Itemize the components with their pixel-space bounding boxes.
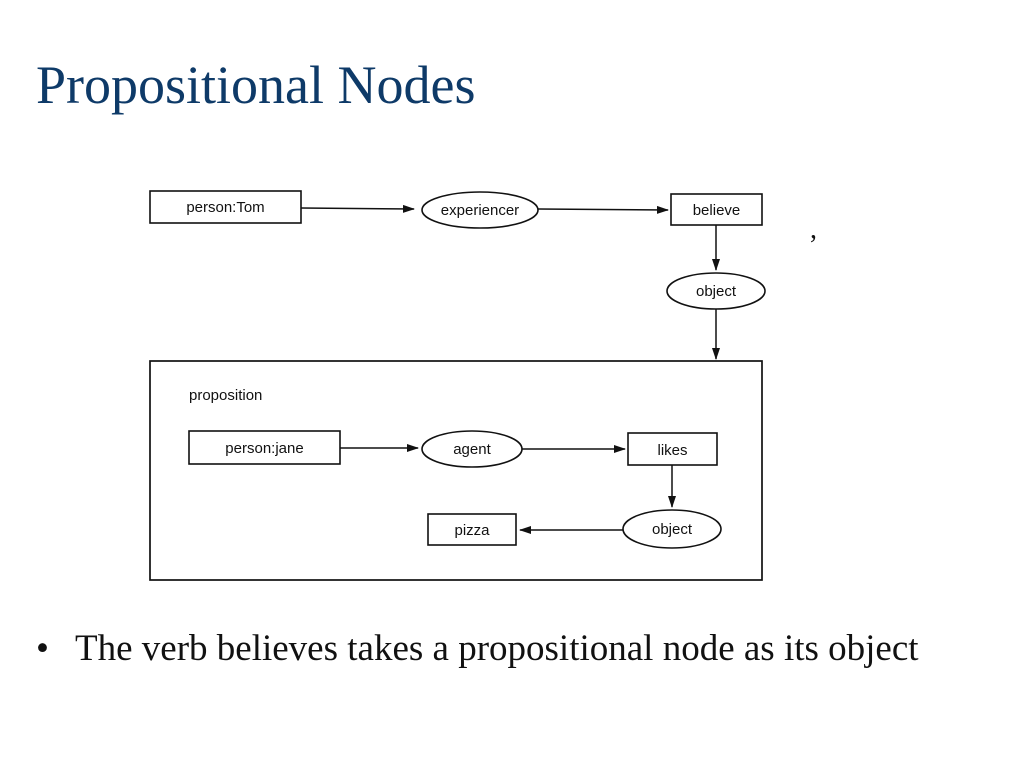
edge-experiencer-to-believe (537, 205, 669, 214)
node-person-jane: person:jane (188, 430, 341, 465)
node-pizza-label: pizza (454, 522, 490, 539)
node-object-outer-label: object (696, 283, 737, 300)
node-agent-label: agent (453, 441, 491, 458)
node-person-tom-label: person:Tom (186, 199, 264, 216)
node-object-inner: object (622, 509, 722, 549)
node-person-jane-label: person:jane (225, 440, 303, 457)
node-experiencer-label: experiencer (441, 202, 519, 219)
bullet-list: • The verb believes takes a propositiona… (36, 628, 996, 670)
bullet-text: The verb believes takes a propositional … (75, 628, 919, 669)
node-pizza: pizza (427, 513, 517, 546)
node-object-inner-label: object (652, 521, 693, 538)
node-agent: agent (421, 430, 523, 468)
bullet-item: • The verb believes takes a propositiona… (36, 628, 996, 670)
node-likes-label: likes (657, 442, 687, 459)
node-person-tom: person:Tom (149, 190, 302, 224)
proposition-label: proposition (189, 387, 262, 404)
node-likes: likes (627, 432, 718, 466)
node-believe: believe (670, 193, 763, 226)
edge-person-tom-to-experiencer (300, 204, 415, 213)
node-experiencer: experiencer (421, 191, 539, 229)
slide-title: Propositional Nodes (36, 55, 476, 115)
node-object-outer: object (666, 272, 766, 310)
node-believe-label: believe (693, 202, 741, 219)
bullet-marker: • (36, 628, 49, 669)
comma-mark: , (810, 214, 817, 245)
